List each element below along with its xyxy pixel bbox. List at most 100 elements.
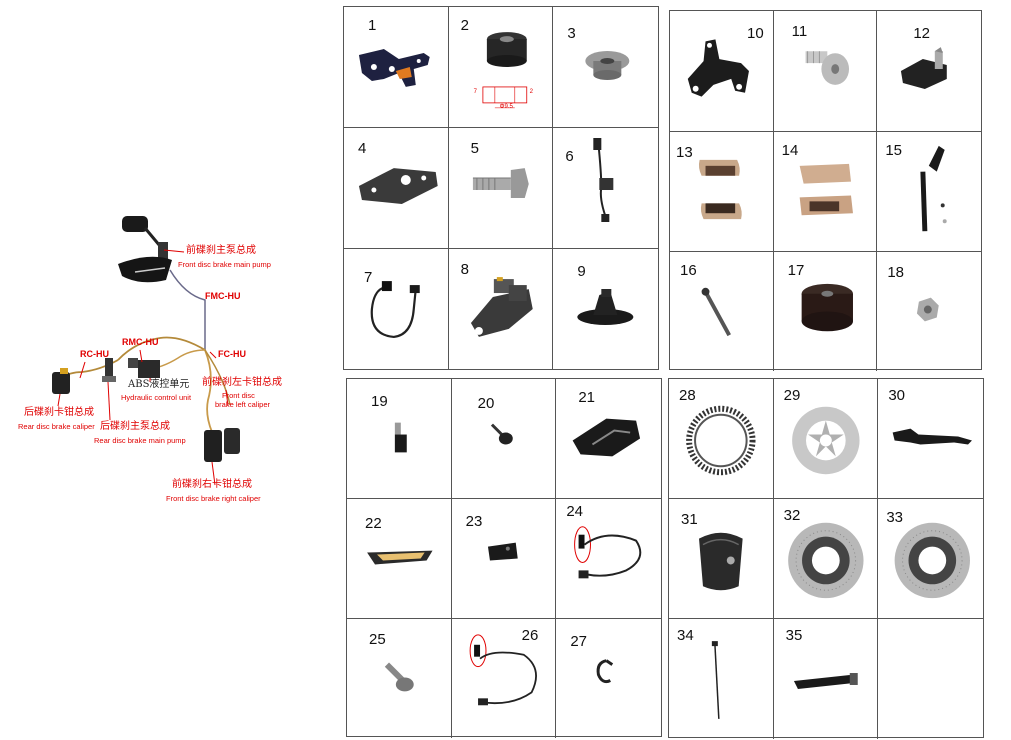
part-cell-1[interactable]: 1 (344, 7, 449, 128)
part-number: 27 (570, 633, 588, 650)
part-cell-20[interactable]: 20 (451, 379, 557, 499)
front-pump-label-cn: 前碟刹主泵总成 (186, 245, 256, 256)
brake-system-diagram: 前碟刹主泵总成 Front disc brake main pump FMC-H… (0, 200, 340, 520)
part-cell-33[interactable]: 33 (878, 499, 983, 619)
part-cell-12[interactable]: 12 (877, 11, 981, 132)
part-number: 21 (578, 389, 596, 406)
part-cell-19[interactable]: 19 (347, 379, 452, 499)
part-number: 16 (680, 262, 697, 279)
part-number: 34 (677, 627, 694, 644)
strap-icon (793, 673, 858, 689)
long-bolt-icon (701, 287, 731, 337)
bracket-icon (358, 49, 430, 87)
empty-cell (878, 619, 983, 739)
front-right-caliper-label-en: Front disc brake right caliper (166, 494, 261, 503)
part-cell-4[interactable]: 4 (344, 128, 449, 249)
part-cell-22[interactable]: 22 (347, 499, 452, 619)
headlight-bracket-icon (687, 39, 749, 97)
cover-panel-icon (572, 418, 641, 457)
part-cell-25[interactable]: 25 (347, 619, 452, 738)
part-cell-23[interactable]: 23 (451, 499, 557, 619)
front-pump-label-en: Front disc brake main pump (178, 260, 271, 269)
parts-grid-1: 1 2 Φ9.5 7 2 3 4 (343, 6, 659, 370)
part-cell-32[interactable]: 32 (773, 499, 879, 619)
flange-bolt-icon (384, 662, 414, 692)
part-number: 35 (785, 627, 803, 644)
abs-label-en: Hydraulic control unit (121, 393, 192, 402)
spacer-bolt-icon (394, 422, 407, 453)
part-cell-29[interactable]: 29 (773, 379, 879, 499)
part-cell-28[interactable]: 28 (669, 379, 774, 499)
part-cell-15[interactable]: 15 (877, 132, 981, 252)
turn-signal-icon (367, 550, 433, 565)
part-cell-6[interactable]: 6 (553, 128, 658, 249)
part-cell-3[interactable]: 3 (553, 7, 658, 128)
part-cell-13[interactable]: 13 (670, 132, 774, 252)
front-left-caliper-label-en2: brake left caliper (215, 400, 271, 409)
rear-caliper-label-en: Rear disc brake caliper (18, 422, 95, 431)
part-number: 5 (470, 140, 479, 157)
part-number: 3 (567, 25, 576, 42)
part-cell-27[interactable]: 27 (556, 619, 661, 738)
mirror-icon (920, 145, 948, 232)
front-pump-shape (158, 242, 168, 260)
front-left-caliper-label-en1: Front disc (222, 391, 255, 400)
parts-grid-4: 28 29 30 31 32 (668, 378, 984, 739)
brake-lever-icon (892, 428, 973, 445)
part-cell-7[interactable]: 7 (344, 249, 449, 369)
hook-clip-icon (596, 659, 614, 684)
bolt-icon (472, 168, 529, 198)
dim-label: 7 (473, 89, 477, 95)
part-number: 6 (565, 148, 574, 165)
part-number: 7 (364, 269, 373, 286)
part-number: 9 (577, 263, 586, 280)
rivet-clip-icon (577, 289, 634, 325)
part-number: 19 (371, 393, 388, 410)
part-cell-14[interactable]: 14 (773, 132, 878, 252)
part-number: 18 (887, 264, 905, 281)
nut-icon (917, 297, 940, 322)
part-number: 13 (676, 144, 693, 161)
part-number: 25 (369, 631, 386, 648)
handguard-shape (118, 256, 172, 283)
plate-icon (358, 168, 438, 204)
parts-grid-3: 19 20 21 22 23 24 (346, 378, 662, 738)
part-cell-11[interactable]: 11 (773, 11, 878, 132)
part-cell-30[interactable]: 30 (878, 379, 983, 499)
part-cell-18[interactable]: 18 (877, 252, 981, 371)
part-cell-9[interactable]: 9 (553, 249, 658, 369)
part-number: 24 (566, 503, 584, 520)
front-right-caliper-shape (204, 430, 222, 462)
part-number: 12 (913, 25, 931, 42)
part-number: 31 (681, 511, 698, 528)
part-number: 10 (747, 25, 764, 42)
part-number: 14 (781, 142, 799, 159)
part-cell-8[interactable]: 8 (449, 249, 554, 369)
part-cell-16[interactable]: 16 (670, 252, 774, 371)
parts-grid-2: 10 11 12 13 14 (669, 10, 982, 371)
part-number: 32 (783, 507, 801, 524)
part-cell-21[interactable]: 21 (556, 379, 661, 499)
part-number: 1 (368, 17, 377, 34)
fmc-hu-line (169, 269, 206, 350)
part-cell-17[interactable]: 17 (774, 252, 878, 371)
part-cell-35[interactable]: 35 (774, 619, 879, 739)
part-cell-5[interactable]: 5 (448, 128, 554, 249)
rmc-hu-label: RMC-HU (122, 337, 159, 347)
part-cell-34[interactable]: 34 (669, 619, 774, 739)
rear-caliper-shape (52, 372, 70, 394)
part-number: 20 (477, 395, 495, 412)
part-cell-26[interactable]: 26 (452, 619, 557, 738)
part-cell-10[interactable]: 10 (670, 11, 774, 132)
part-number: 15 (885, 142, 903, 159)
brake-system-drawing (52, 216, 240, 486)
part-cell-2[interactable]: 2 Φ9.5 7 2 (448, 7, 554, 128)
washer-icon (585, 51, 630, 80)
part-number: 22 (365, 515, 382, 532)
part-number: 17 (787, 262, 805, 279)
part-number: 4 (358, 140, 367, 157)
front-left-caliper-shape (224, 428, 240, 454)
part-cell-24[interactable]: 24 (556, 499, 661, 619)
part-cell-31[interactable]: 31 (669, 499, 774, 619)
front-disc-left-icon (787, 522, 864, 599)
